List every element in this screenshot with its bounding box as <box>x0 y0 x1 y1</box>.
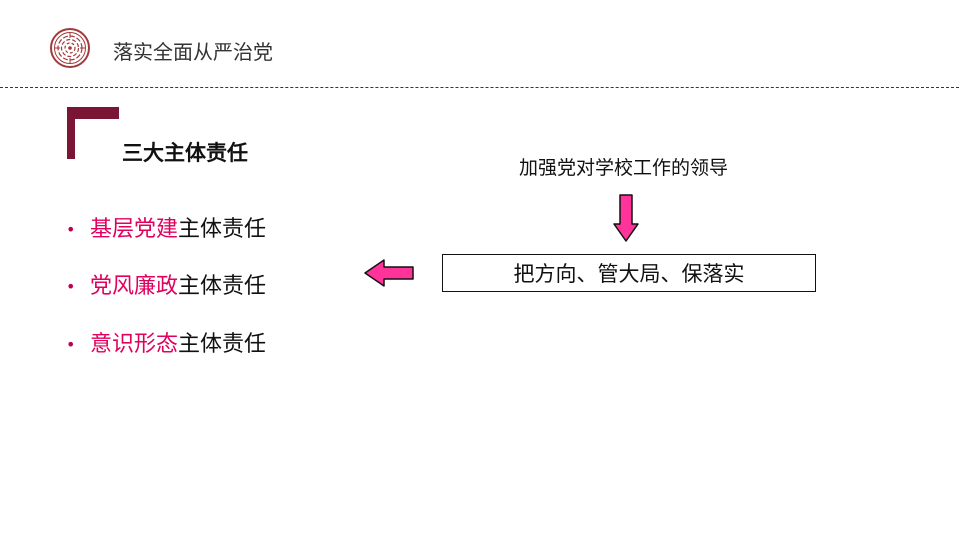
list-item-integrity: • 党风廉政 主体责任 <box>66 271 266 303</box>
role-box: 把方向、管大局、保落实 <box>442 254 816 292</box>
list-item-party-building: • 基层党建 主体责任 <box>66 214 266 246</box>
university-seal-icon <box>50 28 90 68</box>
list-item-text: 主体责任 <box>178 217 267 242</box>
bullet-dot-icon: • <box>66 335 76 354</box>
list-item-highlight: 党风廉政 <box>90 274 179 299</box>
list-item-text: 主体责任 <box>178 332 267 357</box>
section-title: 三大主体责任 <box>122 141 248 165</box>
header-divider <box>0 87 959 88</box>
list-item-highlight: 基层党建 <box>90 217 179 242</box>
bullet-dot-icon: • <box>66 277 76 296</box>
list-item-highlight: 意识形态 <box>90 332 179 357</box>
list-item-text: 主体责任 <box>178 274 267 299</box>
down-arrow-icon <box>613 194 639 242</box>
list-item-ideology: • 意识形态 主体责任 <box>66 329 266 361</box>
bullet-dot-icon: • <box>66 220 76 239</box>
corner-bracket-icon <box>67 107 119 159</box>
page-title: 落实全面从严治党 <box>113 40 273 64</box>
diagram-lead-text: 加强党对学校工作的领导 <box>519 157 729 179</box>
left-arrow-icon <box>364 259 414 287</box>
